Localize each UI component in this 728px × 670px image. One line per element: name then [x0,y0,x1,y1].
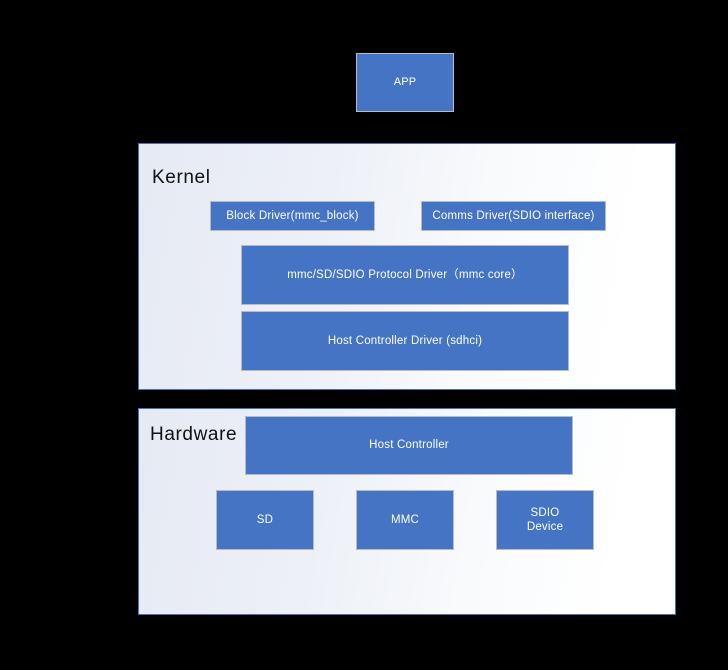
host-controller-box[interactable]: Host Controller [245,416,573,475]
app-box[interactable]: APP [356,53,454,112]
sdio-device-box[interactable]: SDIO Device [496,490,594,550]
mmc-box[interactable]: MMC [356,490,454,550]
hardware-panel-label: Hardware [150,424,238,445]
kernel-panel-label: Kernel [152,167,211,188]
protocol-driver-box[interactable]: mmc/SD/SDIO Protocol Driver（mmc core） [241,245,569,305]
host-controller-driver-box[interactable]: Host Controller Driver (sdhci) [241,311,569,371]
block-driver-box[interactable]: Block Driver(mmc_block) [210,201,375,231]
sd-box[interactable]: SD [216,490,314,550]
comms-driver-box[interactable]: Comms Driver(SDIO interface) [421,201,606,231]
